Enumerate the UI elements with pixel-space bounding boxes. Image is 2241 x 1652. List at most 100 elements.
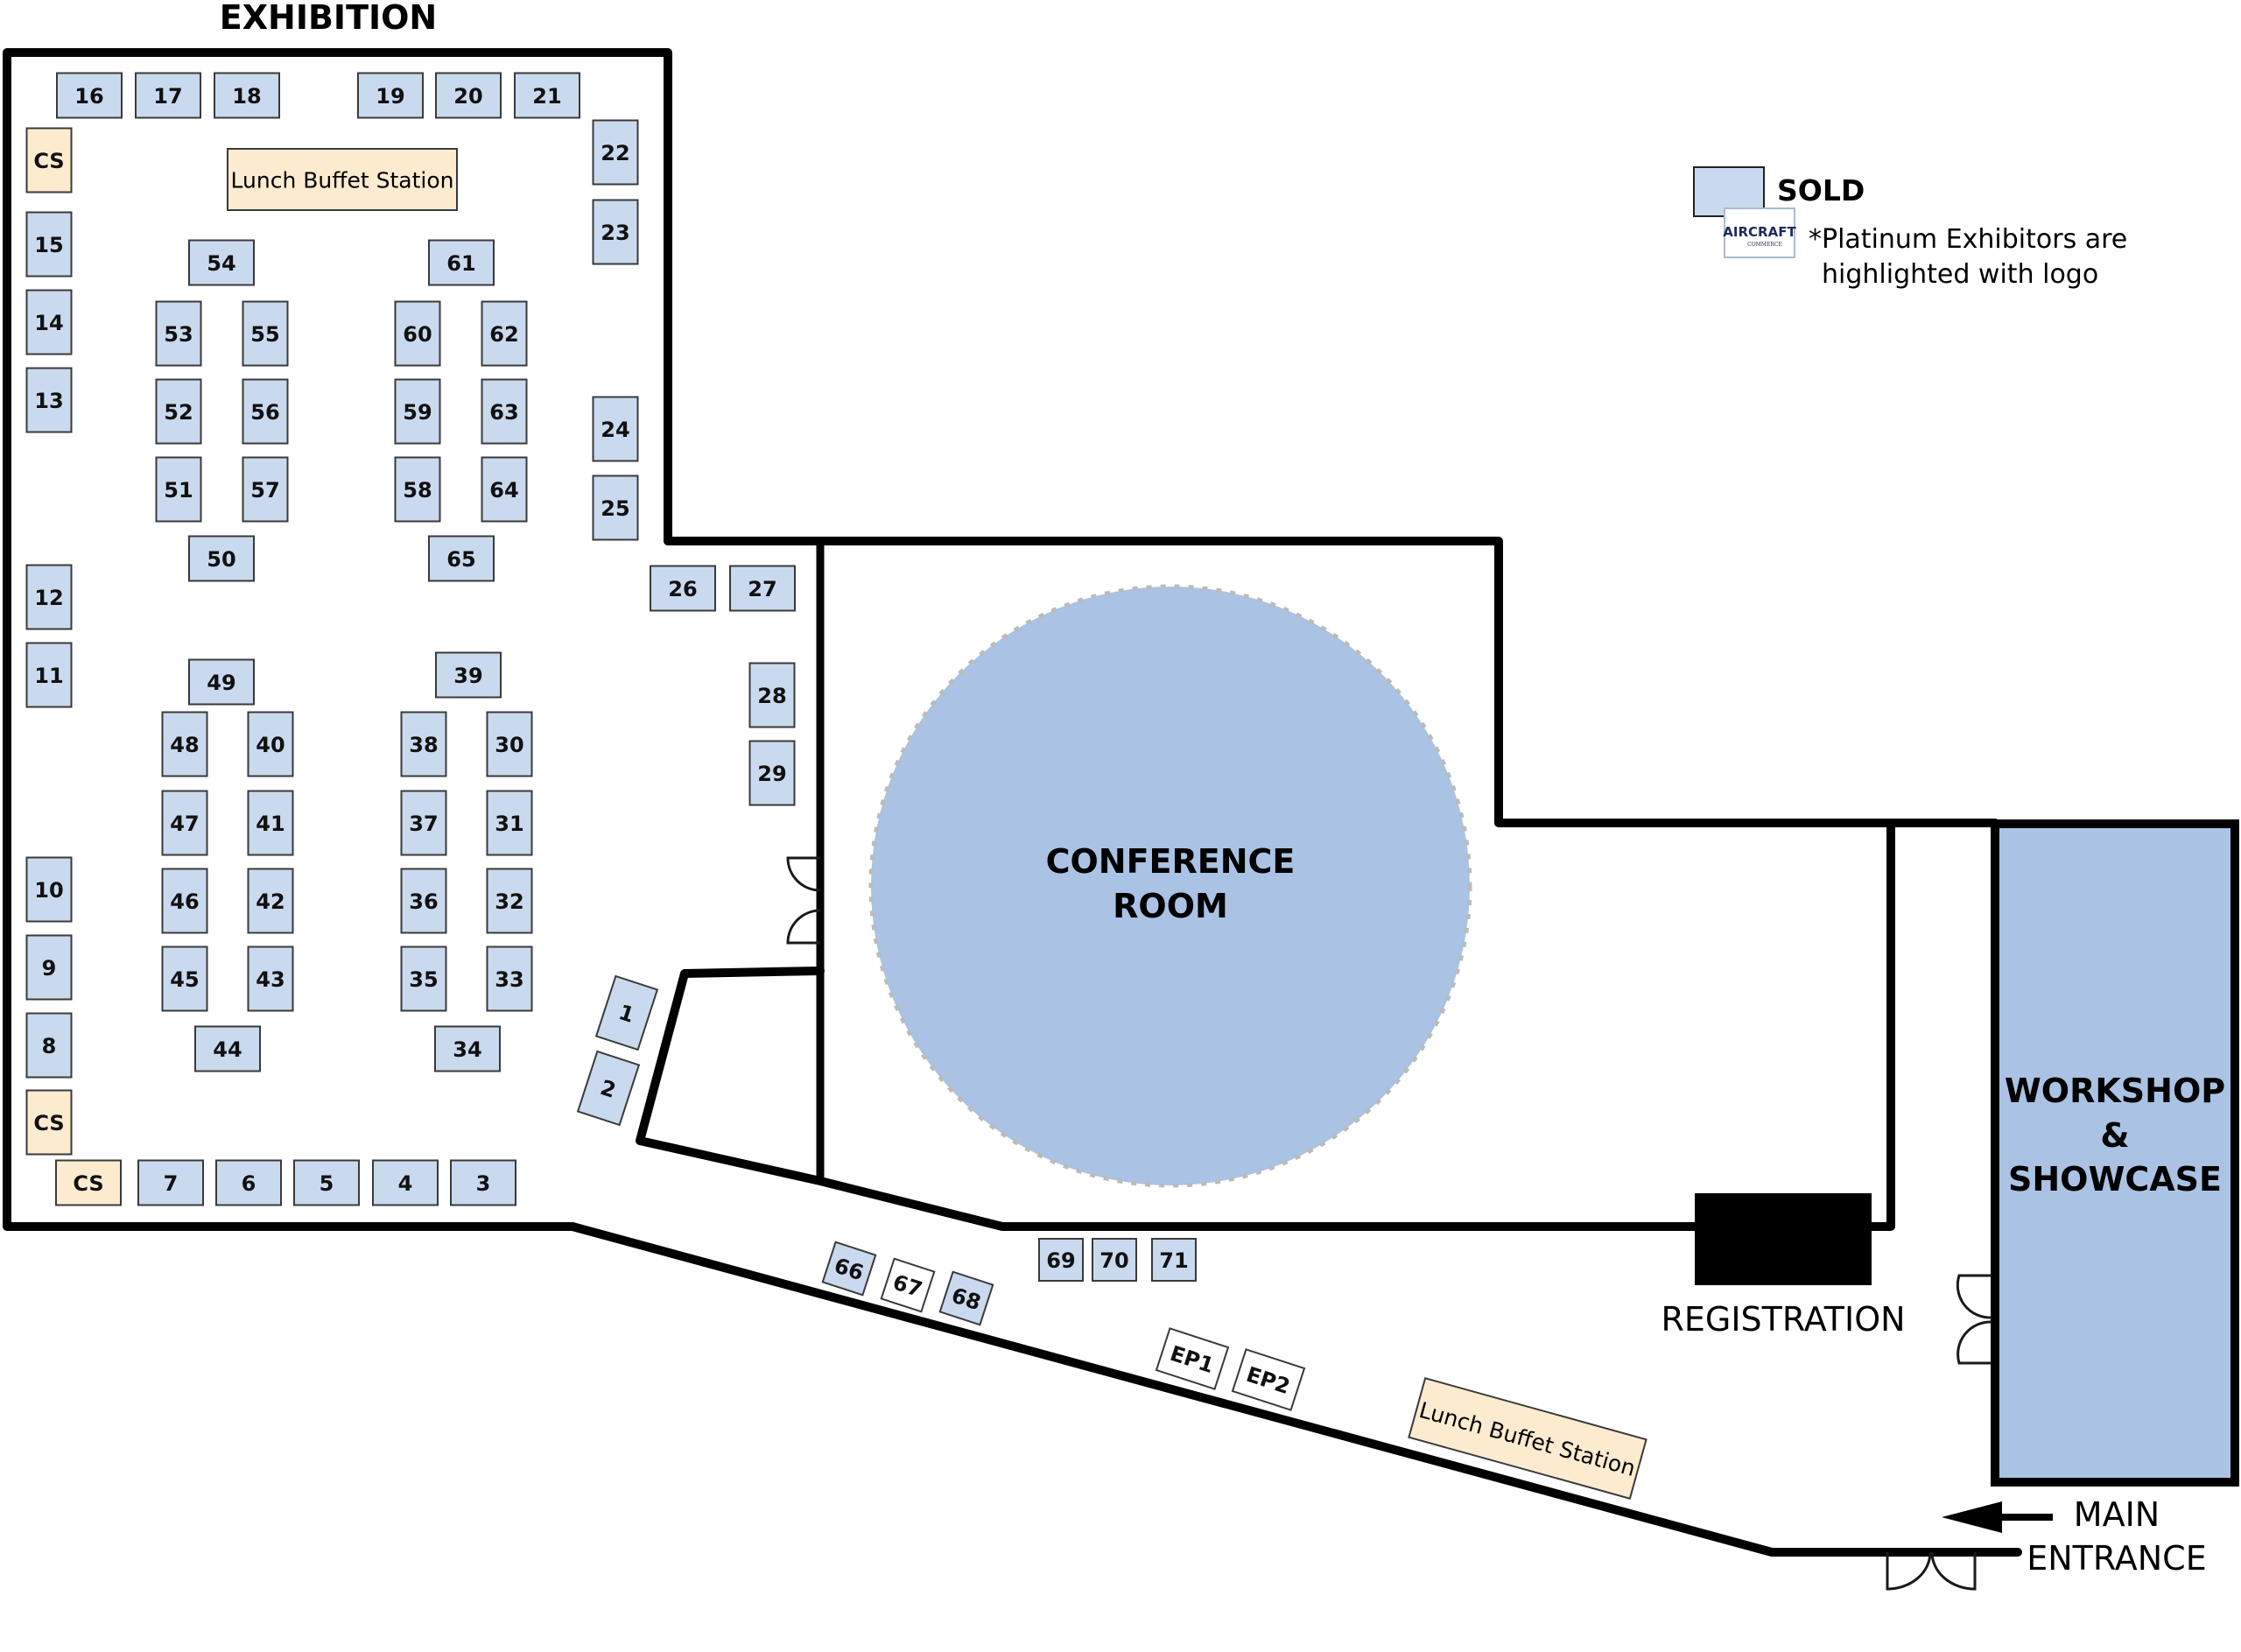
booth-42[interactable]: 42 [247, 868, 294, 934]
booth-36[interactable]: 36 [400, 868, 447, 934]
booth-41[interactable]: 41 [247, 790, 294, 856]
booth-rect [394, 378, 441, 445]
booth-17[interactable]: 17 [135, 72, 201, 119]
booth-38[interactable]: 38 [400, 711, 447, 777]
aircraft-commerce-logo-icon: AIRCRAFT [1723, 224, 1796, 240]
booth-26[interactable]: 26 [650, 565, 716, 612]
booth-49[interactable]: 49 [188, 658, 255, 706]
booth-37[interactable]: 37 [400, 790, 447, 856]
booth-6[interactable]: 6 [215, 1159, 282, 1206]
booth-51[interactable]: 51 [155, 456, 202, 523]
booth-27[interactable]: 27 [729, 565, 796, 612]
booth-12[interactable]: 12 [25, 564, 73, 630]
booth-18[interactable]: 18 [214, 72, 280, 119]
booth-57[interactable]: 57 [242, 456, 289, 523]
service-station-cs[interactable]: CS [25, 127, 73, 193]
booth-rect [25, 211, 73, 278]
booth-7[interactable]: 7 [137, 1159, 204, 1206]
exhibition-title: EXHIBITION [220, 0, 437, 37]
booth-63[interactable]: 63 [481, 378, 528, 445]
booth-15[interactable]: 15 [25, 211, 73, 278]
booth-47[interactable]: 47 [161, 790, 208, 856]
door-conference-left[interactable] [786, 856, 821, 945]
booth-23[interactable]: 23 [592, 199, 639, 265]
booth-rect [25, 934, 73, 1001]
booth-16[interactable]: 16 [56, 72, 123, 119]
booth-55[interactable]: 55 [242, 300, 289, 367]
booth-rect [592, 199, 639, 265]
booth-11[interactable]: 11 [25, 642, 73, 708]
booth-19[interactable]: 19 [357, 72, 424, 119]
booth-46[interactable]: 46 [161, 868, 208, 934]
booth-32[interactable]: 32 [486, 868, 533, 934]
booth-rect [400, 946, 447, 1012]
booth-rect [215, 1159, 282, 1206]
booth-67[interactable]: 67 [880, 1257, 936, 1313]
booth-5[interactable]: 5 [293, 1159, 360, 1206]
booth-35[interactable]: 35 [400, 946, 447, 1012]
booth-3[interactable]: 3 [450, 1159, 516, 1206]
service-station-cs[interactable]: CS [25, 1089, 73, 1156]
booth-9[interactable]: 9 [25, 934, 73, 1001]
booth-10[interactable]: 10 [25, 856, 73, 923]
legend-sold-label: SOLD [1777, 173, 1865, 207]
main-entrance-label-1: MAIN [2074, 1495, 2160, 1534]
booth-number: CS [33, 149, 64, 173]
booth-2[interactable]: 2 [576, 1050, 641, 1127]
workshop-showcase-room[interactable] [1991, 819, 2239, 1487]
booth-64[interactable]: 64 [481, 456, 528, 523]
booth-29[interactable]: 29 [748, 740, 796, 806]
booth-14[interactable]: 14 [25, 289, 73, 355]
registration-desk[interactable] [1695, 1193, 1872, 1285]
booth-70[interactable]: 70 [1092, 1238, 1137, 1282]
booth-45[interactable]: 45 [161, 946, 208, 1012]
booth-54[interactable]: 54 [188, 239, 255, 286]
booth-13[interactable]: 13 [25, 367, 73, 433]
booth-number: 55 [250, 322, 279, 347]
booth-43[interactable]: 43 [247, 946, 294, 1012]
booth-56[interactable]: 56 [242, 378, 289, 445]
conference-room[interactable] [868, 584, 1472, 1188]
booth-rect [594, 974, 659, 1051]
booth-31[interactable]: 31 [486, 790, 533, 856]
booth-25[interactable]: 25 [592, 475, 639, 541]
booth-61[interactable]: 61 [428, 239, 495, 286]
booth-60[interactable]: 60 [394, 300, 441, 367]
booth-21[interactable]: 21 [514, 72, 580, 119]
booth-62[interactable]: 62 [481, 300, 528, 367]
booth-24[interactable]: 24 [592, 396, 639, 462]
booth-rect [880, 1257, 936, 1313]
service-station-cs[interactable]: CS [55, 1159, 122, 1206]
booth-50[interactable]: 50 [188, 535, 255, 582]
booth-1[interactable]: 1 [594, 974, 659, 1051]
booth-71[interactable]: 71 [1151, 1238, 1197, 1282]
booth-58[interactable]: 58 [394, 456, 441, 523]
booth-44[interactable]: 44 [194, 1025, 261, 1072]
booth-52[interactable]: 52 [155, 378, 202, 445]
booth-48[interactable]: 48 [161, 711, 208, 777]
booth-69[interactable]: 69 [1038, 1238, 1084, 1282]
booth-4[interactable]: 4 [372, 1159, 439, 1206]
booth-ep2[interactable]: EP2 [1231, 1348, 1306, 1411]
booth-68[interactable]: 68 [938, 1270, 994, 1326]
booth-39[interactable]: 39 [435, 651, 502, 699]
booth-34[interactable]: 34 [434, 1025, 501, 1072]
booth-40[interactable]: 40 [247, 711, 294, 777]
booth-53[interactable]: 53 [155, 300, 202, 367]
lunch-buffet-station-hall[interactable]: Lunch Buffet Station [227, 148, 458, 211]
lunch-buffet-station-corridor[interactable]: Lunch Buffet Station [1408, 1377, 1647, 1500]
booth-ep1[interactable]: EP1 [1155, 1327, 1230, 1390]
booth-66[interactable]: 66 [821, 1241, 877, 1297]
workshop-label-2: & [2100, 1116, 2129, 1155]
booth-33[interactable]: 33 [486, 946, 533, 1012]
booth-20[interactable]: 20 [435, 72, 502, 119]
booth-30[interactable]: 30 [486, 711, 533, 777]
booth-rect [25, 127, 73, 193]
door-main-entrance[interactable] [1886, 1551, 1977, 1591]
booth-59[interactable]: 59 [394, 378, 441, 445]
booth-65[interactable]: 65 [428, 535, 495, 582]
door-workshop[interactable] [1956, 1274, 1992, 1365]
booth-8[interactable]: 8 [25, 1012, 73, 1079]
booth-22[interactable]: 22 [592, 119, 639, 186]
booth-28[interactable]: 28 [748, 662, 796, 728]
